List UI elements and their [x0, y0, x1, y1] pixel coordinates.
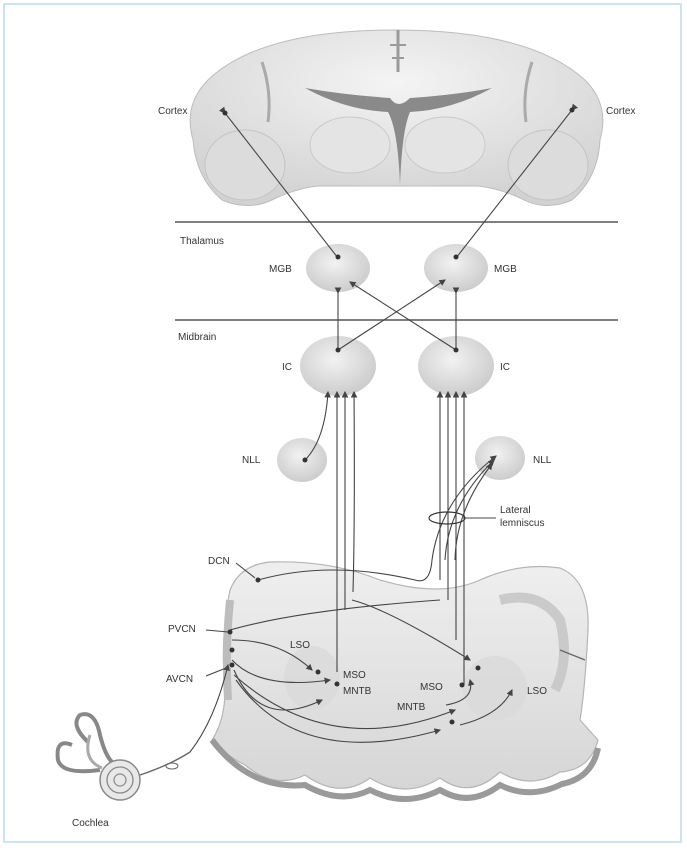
label-mso-right: MSO — [420, 682, 443, 694]
nll-right-nucleus — [475, 436, 525, 480]
cortex-section — [190, 30, 603, 206]
label-dcn: DCN — [208, 556, 230, 568]
nll-left-nucleus — [277, 438, 327, 482]
cochlea-drawing — [58, 714, 190, 800]
mgb-right-nucleus — [424, 244, 488, 292]
label-mso-left: MSO — [343, 670, 366, 682]
label-lateral-lemniscus-line2: lemniscus — [500, 518, 544, 530]
label-pvcn: PVCN — [168, 624, 196, 636]
label-mntb-right: MNTB — [397, 702, 425, 714]
label-mgb-left: MGB — [269, 264, 292, 276]
label-nll-right: NLL — [533, 455, 551, 467]
label-thalamus: Thalamus — [180, 236, 224, 248]
label-ic-left: IC — [282, 362, 292, 374]
label-avcn: AVCN — [166, 674, 193, 686]
label-lso-right: LSO — [527, 686, 547, 698]
label-midbrain: Midbrain — [178, 332, 216, 344]
label-lso-left: LSO — [290, 640, 310, 652]
label-cortex-left: Cortex — [158, 106, 187, 118]
label-mgb-right: MGB — [494, 264, 517, 276]
label-nll-left: NLL — [242, 455, 260, 467]
label-lateral-lemniscus-line1: Lateral — [500, 505, 531, 517]
label-ic-right: IC — [500, 362, 510, 374]
label-mntb-left: MNTB — [343, 686, 371, 698]
mgb-left-nucleus — [306, 244, 370, 292]
label-cochlea: Cochlea — [72, 818, 109, 830]
label-cortex-right: Cortex — [606, 106, 635, 118]
